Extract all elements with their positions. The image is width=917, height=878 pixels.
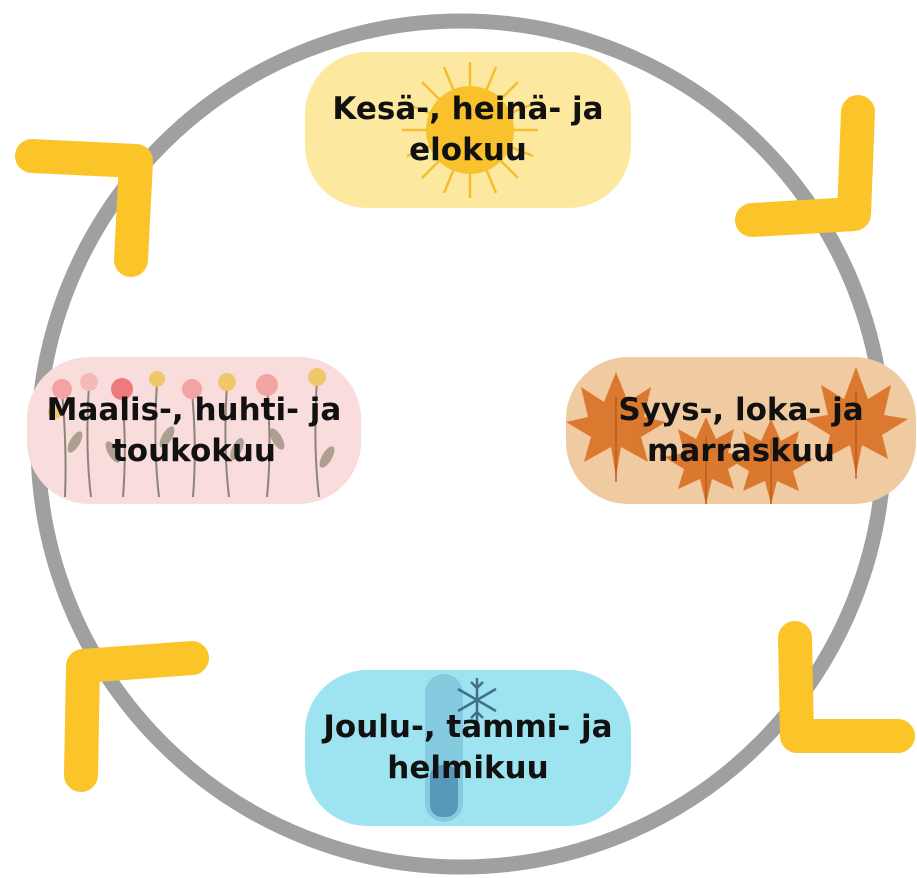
season-spring: Maalis-, huhti- ja toukokuu [27, 357, 361, 504]
season-summer: Kesä-, heinä- ja elokuu [305, 52, 631, 208]
season-autumn-label: Syys-, loka- ja marraskuu [618, 391, 864, 469]
arrow-bottom-right-icon [778, 621, 915, 753]
sun-icon [402, 62, 538, 198]
season-winter: Joulu-, tammi- ja helmikuu [305, 670, 631, 826]
flowers-icon [48, 368, 335, 498]
season-summer-label: Kesä-, heinä- ja elokuu [332, 91, 604, 168]
thermometer-snowflake-icon [425, 674, 497, 822]
maple-leaves-icon [566, 367, 908, 504]
season-winter-label: Joulu-, tammi- ja helmikuu [323, 709, 613, 786]
arrow-top-right-icon [735, 95, 875, 237]
arrow-bottom-left-icon [64, 641, 209, 792]
arrow-top-left-icon [15, 139, 153, 277]
season-spring-label: Maalis-, huhti- ja toukokuu [46, 391, 342, 469]
season-autumn: Syys-, loka- ja marraskuu [566, 357, 916, 504]
